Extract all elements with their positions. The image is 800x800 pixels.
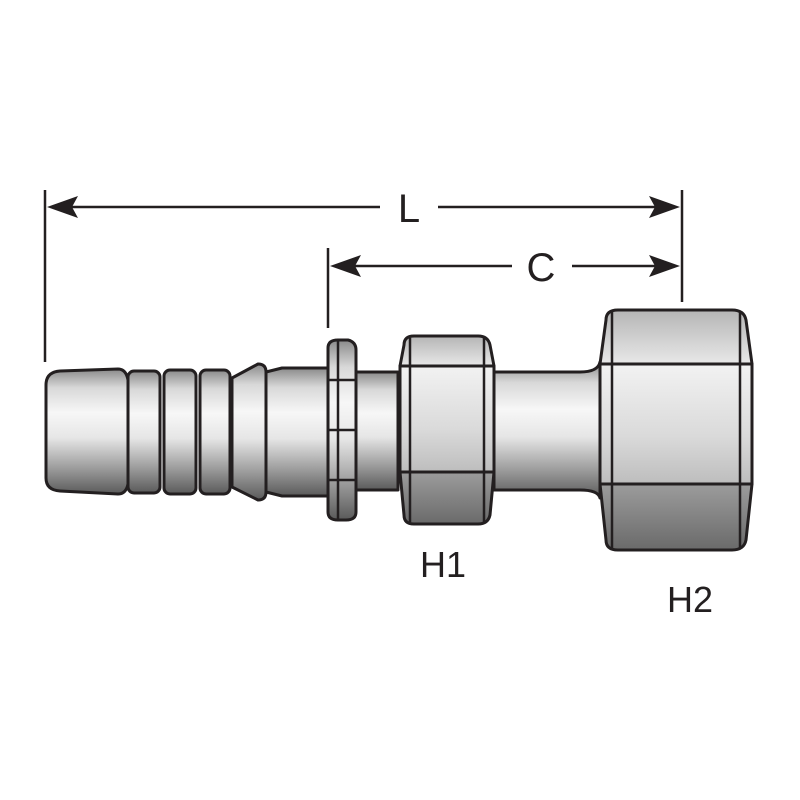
- hose-stem: [44, 362, 337, 502]
- hex-h1-face-top: [398, 334, 496, 368]
- stem-barb-2: [162, 368, 198, 496]
- hex-h2-face-top: [598, 308, 754, 366]
- arrow-right-icon: [649, 255, 680, 277]
- dimension-c: C: [326, 246, 680, 328]
- tube-section-1: [354, 370, 400, 492]
- stem-nose: [44, 367, 130, 496]
- hex-h2-face-mid: [598, 362, 754, 486]
- arrow-left-icon: [330, 255, 361, 277]
- arrow-right-icon: [649, 196, 680, 218]
- dimension-label-c: C: [527, 246, 556, 290]
- fitting-body: [44, 308, 754, 552]
- stem-barb-1: [126, 369, 162, 495]
- hex-h1-face-bot: [398, 470, 496, 526]
- dimension-l: L: [43, 187, 684, 362]
- hex-label-h1: H1: [420, 544, 466, 585]
- hex-h2: [598, 308, 754, 552]
- stem-taper-barb: [230, 362, 268, 502]
- stem-collar-neck: [264, 366, 337, 498]
- hex-h1-face-mid: [398, 364, 496, 474]
- tube-section-2: [492, 360, 602, 500]
- lock-ring: [326, 338, 358, 522]
- hex-h1: [398, 334, 496, 526]
- dimension-label-l: L: [398, 187, 420, 231]
- hex-label-h2: H2: [667, 579, 713, 620]
- hex-h2-face-bot: [598, 482, 754, 552]
- arrow-left-icon: [47, 196, 78, 218]
- stem-barb-3: [198, 368, 232, 496]
